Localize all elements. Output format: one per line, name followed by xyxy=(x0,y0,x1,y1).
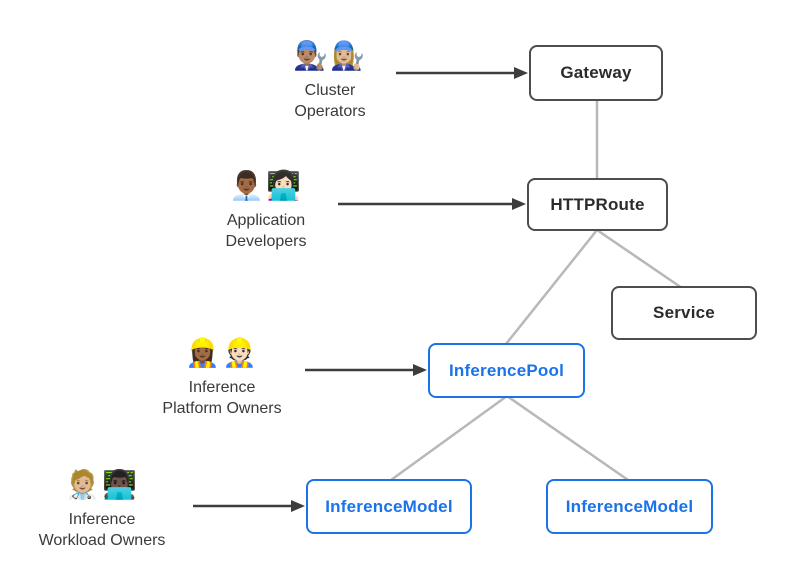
node-gateway: Gateway xyxy=(529,45,663,101)
connector-inferencepool-inferencemodel-right xyxy=(506,394,629,482)
persona-application-developers: 👨🏾‍💼👩🏻‍💻 Application Developers xyxy=(186,166,346,252)
application-developers-icon: 👨🏾‍💼👩🏻‍💻 xyxy=(229,170,303,201)
node-inferencemodel-left: InferenceModel xyxy=(306,479,472,534)
connector-inferencepool-inferencemodel-left xyxy=(390,394,508,482)
node-service: Service xyxy=(611,286,757,340)
persona-inference-workload-owners: 🧑🏼‍⚕️👨🏿‍💻 Inference Workload Owners xyxy=(7,465,197,551)
inference-workload-owners-icon: 🧑🏼‍⚕️👨🏿‍💻 xyxy=(65,469,139,500)
persona-label-cluster-operators: Cluster Operators xyxy=(294,82,366,120)
arrowhead-platform-owners-inferencepool xyxy=(413,364,427,376)
node-inferencemodel-right: InferenceModel xyxy=(546,479,713,534)
persona-inference-platform-owners: 👷🏾‍♀️👷🏻 Inference Platform Owners xyxy=(127,333,317,419)
persona-label-application-developers: Application Developers xyxy=(225,212,307,250)
arrowhead-cluster-operators-gateway xyxy=(514,67,528,79)
inference-platform-owners-icon: 👷🏾‍♀️👷🏻 xyxy=(185,337,259,368)
arrowhead-workload-owners-inferencemodel xyxy=(291,500,305,512)
node-httproute: HTTPRoute xyxy=(527,178,668,231)
node-inferencepool: InferencePool xyxy=(428,343,585,398)
connector-httproute-service xyxy=(596,228,683,290)
cluster-operators-icon: 👨🏽‍🔧👩🏼‍🔧 xyxy=(293,40,367,71)
persona-cluster-operators: 👨🏽‍🔧👩🏼‍🔧 Cluster Operators xyxy=(260,36,400,122)
arrowhead-application-developers-httproute xyxy=(512,198,526,210)
persona-label-inference-platform-owners: Inference Platform Owners xyxy=(162,379,282,417)
connector-httproute-inferencepool xyxy=(505,229,598,345)
persona-label-inference-workload-owners: Inference Workload Owners xyxy=(38,511,166,549)
